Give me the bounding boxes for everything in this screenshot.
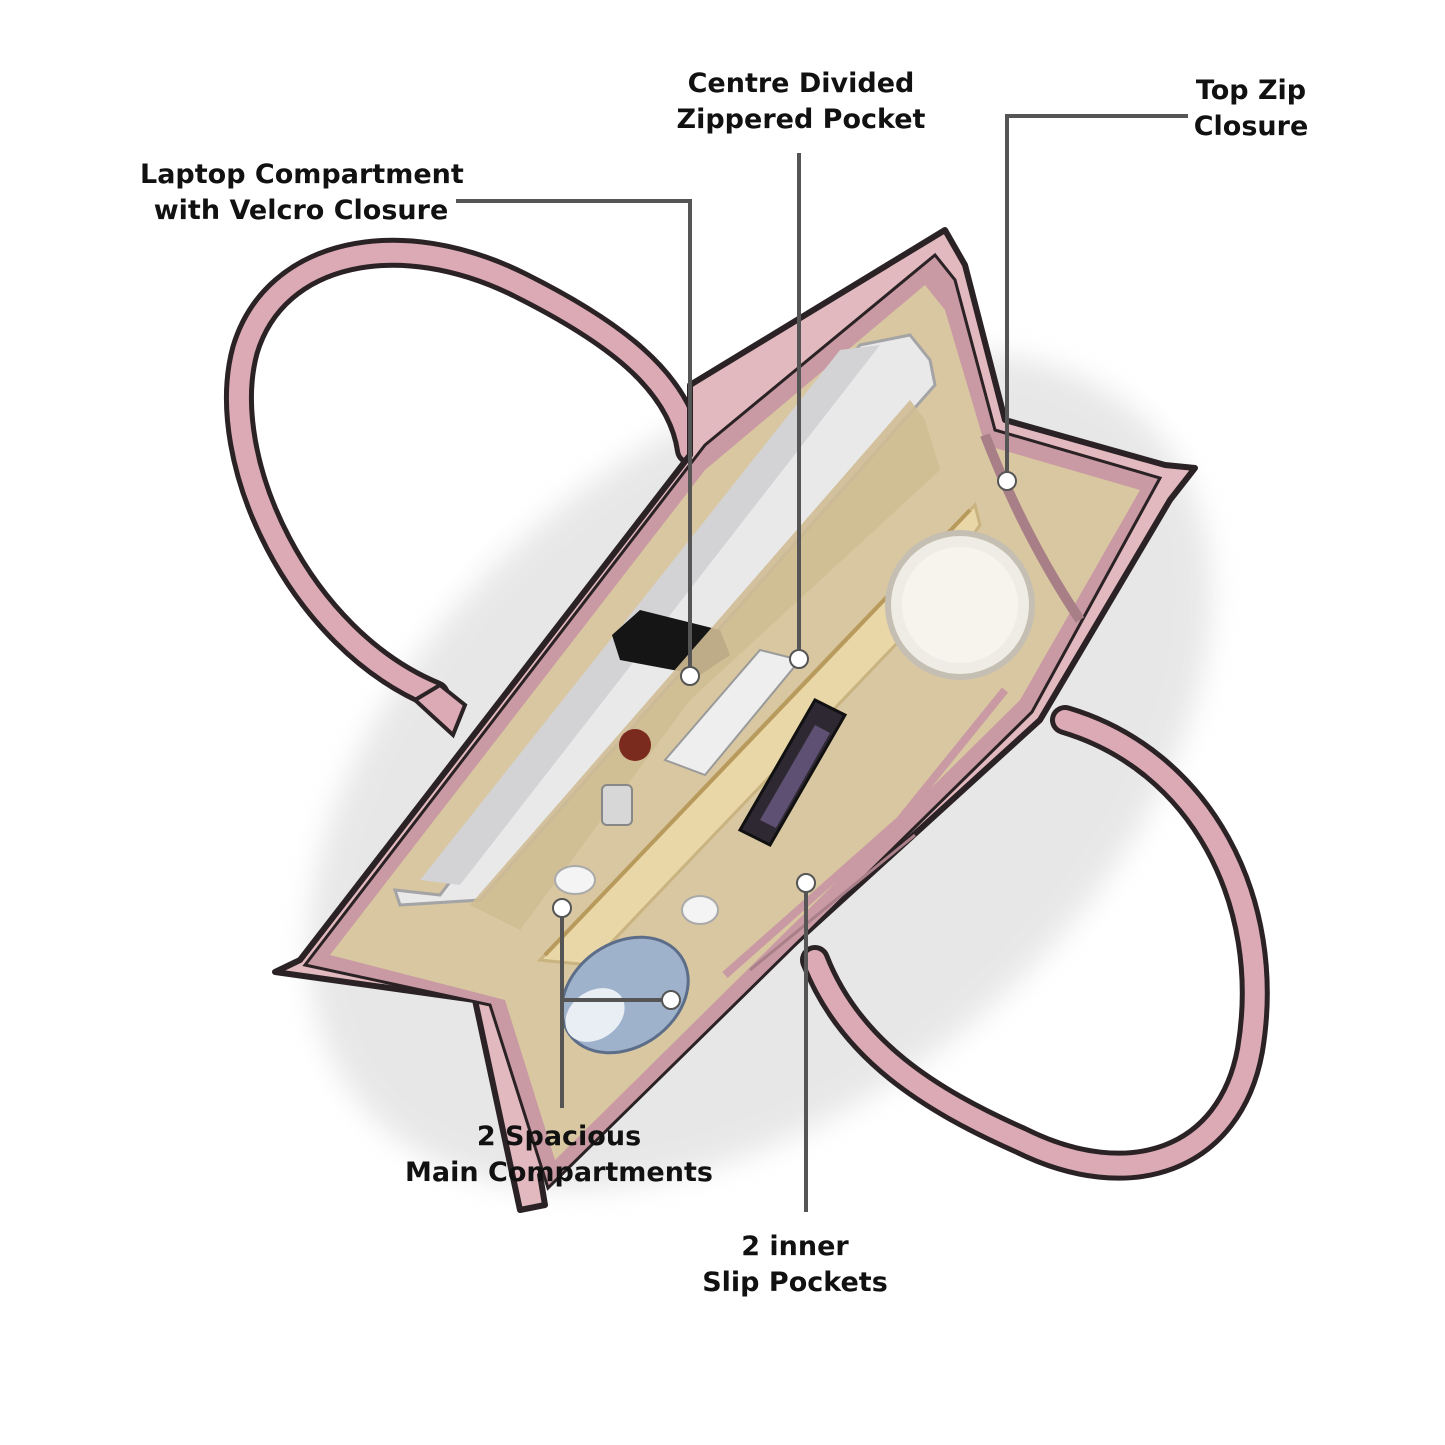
dot-top-zip [997,471,1017,491]
cosmetic-jar [885,530,1035,680]
dot-main-2 [661,990,681,1010]
top-zip [980,433,1085,623]
callout-slip-line1: 2 inner [741,1231,849,1262]
callout-laptop-line2: with Velcro Closure [153,195,449,226]
callout-topzip-line1: Top Zip [1195,75,1307,106]
nail-polish [601,729,651,826]
small-bottles [554,865,719,925]
callout-dots [552,471,1017,1010]
laptop-sleeve [470,400,940,930]
leader-top-zip [1005,114,1188,480]
callout-centre-line2: Zippered Pocket [676,104,926,135]
eyeshadow-palette [737,698,848,847]
callout-centre-line1: Centre Divided [687,68,915,99]
callout-laptop-line1: Laptop Compartment [140,159,464,190]
right-handle [800,705,1270,1181]
leader-laptop [456,199,692,675]
dot-laptop [680,666,700,686]
left-handle [223,237,705,739]
leader-lines [456,114,1188,1212]
callout-main-compartments: 2 Spacious Main Compartments [404,1119,714,1191]
callout-slip-line2: Slip Pockets [702,1267,888,1298]
callout-slip-pockets: 2 inner Slip Pockets [700,1229,890,1301]
dot-centre [789,649,809,669]
dot-slip [796,873,816,893]
dot-main-1 [552,898,572,918]
callout-topzip-line2: Closure [1193,111,1309,142]
callout-main-line1: 2 Spacious [476,1121,642,1152]
slip-pockets [722,687,1009,978]
callout-main-line2: Main Compartments [405,1157,713,1188]
callout-centre-pocket: Centre Divided Zippered Pocket [672,66,930,138]
callout-laptop-compartment: Laptop Compartment with Velcro Closure [140,157,464,229]
callout-top-zip: Top Zip Closure [1188,73,1314,145]
